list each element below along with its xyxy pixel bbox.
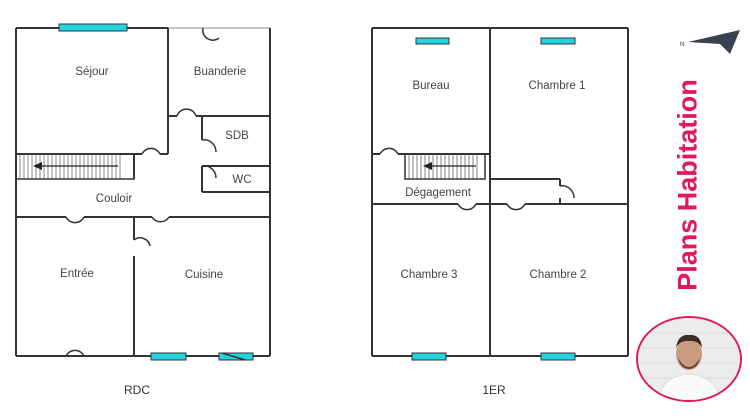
room-label-cuisine: Cuisine (185, 269, 223, 281)
window (540, 37, 576, 45)
room-label-wc: WC (232, 174, 251, 186)
window (411, 352, 447, 361)
avatar (636, 316, 742, 402)
room-label-chambre-2: Chambre 2 (530, 269, 587, 281)
room-label-sdb: SDB (225, 130, 249, 142)
window (58, 23, 128, 32)
room-label-sejour: Séjour (75, 66, 108, 78)
room-label-chambre-3: Chambre 3 (401, 269, 458, 281)
compass-icon: N (680, 30, 740, 54)
room-label-couloir: Couloir (96, 193, 133, 205)
window (150, 352, 187, 361)
floor-label-rdc: RDC (124, 383, 150, 397)
window (415, 37, 450, 45)
rdc-plan (15, 27, 271, 357)
brand-title: Plans Habitation (672, 79, 703, 291)
room-label-chambre-1: Chambre 1 (529, 80, 586, 92)
window (540, 352, 576, 361)
svg-text:N: N (680, 42, 684, 48)
room-label-buanderie: Buanderie (194, 66, 246, 78)
room-label-entree: Entrée (60, 268, 94, 280)
person-photo (638, 318, 740, 400)
floor-label-1er: 1ER (482, 383, 506, 397)
room-label-bureau: Bureau (412, 80, 449, 92)
room-label-degagement: Dégagement (405, 187, 472, 199)
